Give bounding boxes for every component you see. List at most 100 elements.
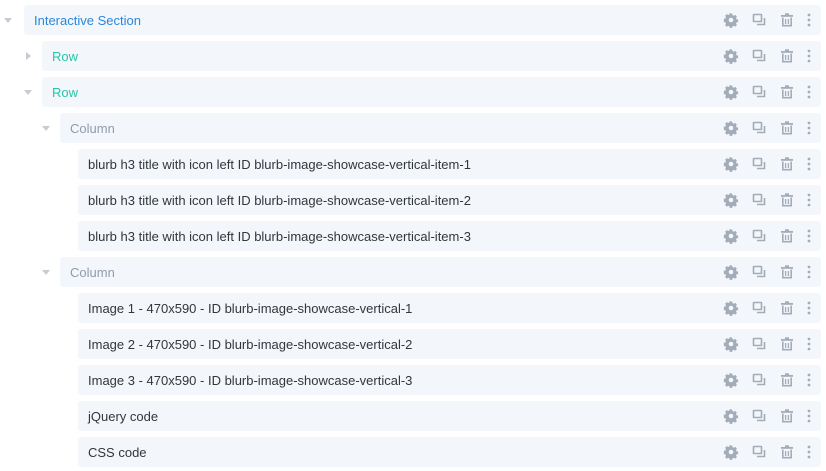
delete-button[interactable] [773,185,801,215]
more-button[interactable] [801,41,817,71]
layer-label[interactable]: blurb h3 title with icon left ID blurb-i… [88,192,471,208]
layer-label[interactable]: Image 3 - 470x590 - ID blurb-image-showc… [88,372,413,388]
gear-icon [723,444,739,460]
duplicate-button[interactable] [745,365,773,395]
delete-button[interactable] [773,257,801,287]
more-vertical-icon [807,85,811,99]
duplicate-button[interactable] [745,113,773,143]
duplicate-button[interactable] [745,329,773,359]
delete-button[interactable] [773,221,801,251]
duplicate-button[interactable] [745,221,773,251]
settings-button[interactable] [717,185,745,215]
duplicate-button[interactable] [745,149,773,179]
more-button[interactable] [801,329,817,359]
delete-button[interactable] [773,437,801,467]
settings-button[interactable] [717,77,745,107]
layer-bar[interactable]: jQuery code [78,401,821,431]
duplicate-button[interactable] [745,41,773,71]
collapse-toggle[interactable] [0,5,16,35]
more-button[interactable] [801,5,817,35]
collapse-toggle[interactable] [38,113,54,143]
layer-column: Column [0,113,826,143]
layer-label[interactable]: Row [52,48,79,64]
caret-down-icon [24,90,32,95]
layer-bar[interactable]: blurb h3 title with icon left ID blurb-i… [78,149,821,179]
layer-actions [717,221,821,251]
delete-button[interactable] [773,365,801,395]
duplicate-button[interactable] [745,293,773,323]
settings-button[interactable] [717,329,745,359]
settings-button[interactable] [717,437,745,467]
layer-bar[interactable]: Column [60,257,821,287]
layer-actions [717,329,821,359]
duplicate-button[interactable] [745,401,773,431]
settings-button[interactable] [717,113,745,143]
layer-bar[interactable]: blurb h3 title with icon left ID blurb-i… [78,221,821,251]
expand-toggle[interactable] [20,41,36,71]
settings-button[interactable] [717,257,745,287]
layer-bar[interactable]: Image 1 - 470x590 - ID blurb-image-showc… [78,293,821,323]
layer-actions [717,5,821,35]
layer-bar[interactable]: Image 3 - 470x590 - ID blurb-image-showc… [78,365,821,395]
gear-icon [723,264,739,280]
delete-button[interactable] [773,401,801,431]
collapse-toggle[interactable] [20,77,36,107]
settings-button[interactable] [717,401,745,431]
layer-module: blurb h3 title with icon left ID blurb-i… [0,149,826,179]
layer-label[interactable]: jQuery code [88,408,159,424]
layer-label[interactable]: blurb h3 title with icon left ID blurb-i… [88,228,471,244]
more-button[interactable] [801,401,817,431]
more-button[interactable] [801,77,817,107]
collapse-toggle[interactable] [38,257,54,287]
more-vertical-icon [807,121,811,135]
layer-bar[interactable]: Column [60,113,821,143]
duplicate-button[interactable] [745,185,773,215]
layer-bar[interactable]: Row [42,77,821,107]
layer-label[interactable]: Image 1 - 470x590 - ID blurb-image-showc… [88,300,413,316]
layer-bar[interactable]: Image 2 - 470x590 - ID blurb-image-showc… [78,329,821,359]
delete-button[interactable] [773,293,801,323]
layer-actions [717,293,821,323]
layer-label[interactable]: Column [70,264,115,280]
settings-button[interactable] [717,221,745,251]
settings-button[interactable] [717,41,745,71]
duplicate-button[interactable] [745,437,773,467]
caret-down-icon [4,18,12,23]
delete-button[interactable] [773,329,801,359]
layer-bar[interactable]: Row [42,41,821,71]
delete-button[interactable] [773,41,801,71]
layer-label[interactable]: Row [52,84,79,100]
layer-label[interactable]: Image 2 - 470x590 - ID blurb-image-showc… [88,336,413,352]
gear-icon [723,120,739,136]
more-button[interactable] [801,149,817,179]
settings-button[interactable] [717,5,745,35]
layer-bar[interactable]: Interactive Section [24,5,821,35]
more-button[interactable] [801,257,817,287]
layer-actions [717,41,821,71]
layer-label[interactable]: Interactive Section [34,12,141,28]
layer-bar[interactable]: CSS code [78,437,821,467]
settings-button[interactable] [717,365,745,395]
duplicate-button[interactable] [745,257,773,287]
more-button[interactable] [801,113,817,143]
layer-label[interactable]: blurb h3 title with icon left ID blurb-i… [88,156,471,172]
layer-bar[interactable]: blurb h3 title with icon left ID blurb-i… [78,185,821,215]
delete-button[interactable] [773,77,801,107]
more-button[interactable] [801,221,817,251]
more-button[interactable] [801,185,817,215]
layer-label[interactable]: Column [70,120,115,136]
more-button[interactable] [801,293,817,323]
duplicate-icon [752,445,766,458]
duplicate-icon [752,229,766,242]
layer-label[interactable]: CSS code [88,444,147,460]
settings-button[interactable] [717,149,745,179]
settings-button[interactable] [717,293,745,323]
duplicate-button[interactable] [745,77,773,107]
duplicate-button[interactable] [745,5,773,35]
delete-button[interactable] [773,113,801,143]
more-button[interactable] [801,365,817,395]
delete-button[interactable] [773,149,801,179]
more-button[interactable] [801,437,817,467]
layer-actions [717,185,821,215]
delete-button[interactable] [773,5,801,35]
